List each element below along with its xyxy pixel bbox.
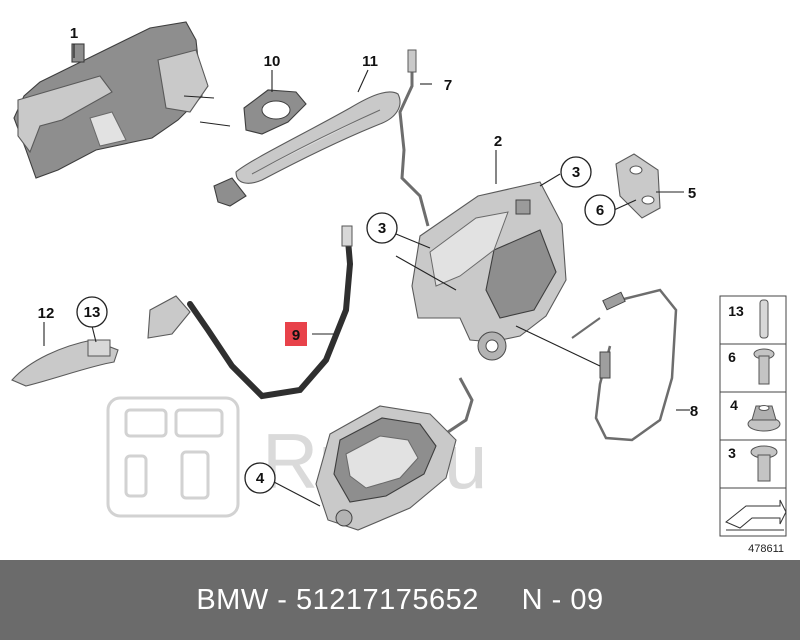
door-lock-part: [411, 181, 567, 361]
callout-11: 11: [362, 53, 378, 70]
part-caption: BMW - 51217175652 N - 09: [196, 584, 604, 616]
svg-text:13: 13: [84, 304, 101, 321]
svg-text:9: 9: [292, 327, 300, 344]
fastener-table: 13 6 4 3: [719, 295, 787, 537]
callout-4: 4: [244, 462, 276, 494]
flange-nut-icon: [747, 405, 781, 432]
torx-screw-icon: [753, 348, 775, 385]
callout-13: 13: [76, 296, 108, 328]
callout-6: 6: [584, 194, 616, 226]
svg-text:5: 5: [688, 185, 696, 202]
outer-door-handle-part: [213, 91, 401, 207]
callout-7: 7: [444, 77, 452, 94]
svg-text:1: 1: [70, 25, 78, 42]
svg-text:11: 11: [362, 53, 378, 70]
callout-2: 2: [494, 133, 502, 150]
svg-text:3: 3: [728, 445, 736, 461]
callout-3a: 3: [560, 156, 592, 188]
fastener-row: 6: [728, 348, 775, 385]
footer-bar: BMW - 51217175652 N - 09: [0, 560, 800, 640]
callout-5: 5: [688, 185, 696, 202]
svg-text:12: 12: [38, 305, 55, 322]
svg-text:6: 6: [728, 349, 736, 365]
svg-text:3: 3: [572, 164, 580, 181]
torx-bolt-icon: [750, 445, 778, 482]
bowden-cable-part: [147, 225, 354, 400]
svg-text:2: 2: [494, 133, 502, 150]
arrow-icon: [725, 499, 787, 531]
svg-text:4: 4: [256, 470, 265, 487]
figure-number: 478611: [748, 543, 784, 555]
svg-text:10: 10: [264, 53, 281, 70]
callout-10: 10: [264, 53, 281, 70]
callout-8: 8: [690, 403, 698, 420]
lock-rod-part: [398, 49, 430, 227]
fastener-row: 3: [728, 445, 778, 482]
lock-actuator-part: [315, 377, 474, 531]
fastener-row: 4: [730, 397, 781, 432]
callout-9: 9: [285, 322, 307, 346]
callout-12: 12: [38, 305, 55, 322]
svg-text:7: 7: [444, 77, 452, 94]
svg-text:6: 6: [596, 202, 604, 219]
pin-icon: [759, 299, 769, 339]
svg-text:3: 3: [378, 220, 386, 237]
handle-gasket-part: [243, 89, 307, 135]
striker-part: [615, 153, 661, 219]
svg-text:8: 8: [690, 403, 698, 420]
callout-1: 1: [70, 25, 78, 42]
release-cable-part: [571, 288, 678, 442]
handle-carrier-part: [13, 21, 231, 179]
fastener-row: 13: [728, 299, 769, 339]
svg-text:13: 13: [728, 303, 744, 319]
exploded-view: Ruli.ru: [11, 21, 787, 555]
svg-text:4: 4: [730, 397, 738, 413]
callout-3b: 3: [366, 212, 398, 244]
inner-handle-part: [11, 339, 119, 387]
